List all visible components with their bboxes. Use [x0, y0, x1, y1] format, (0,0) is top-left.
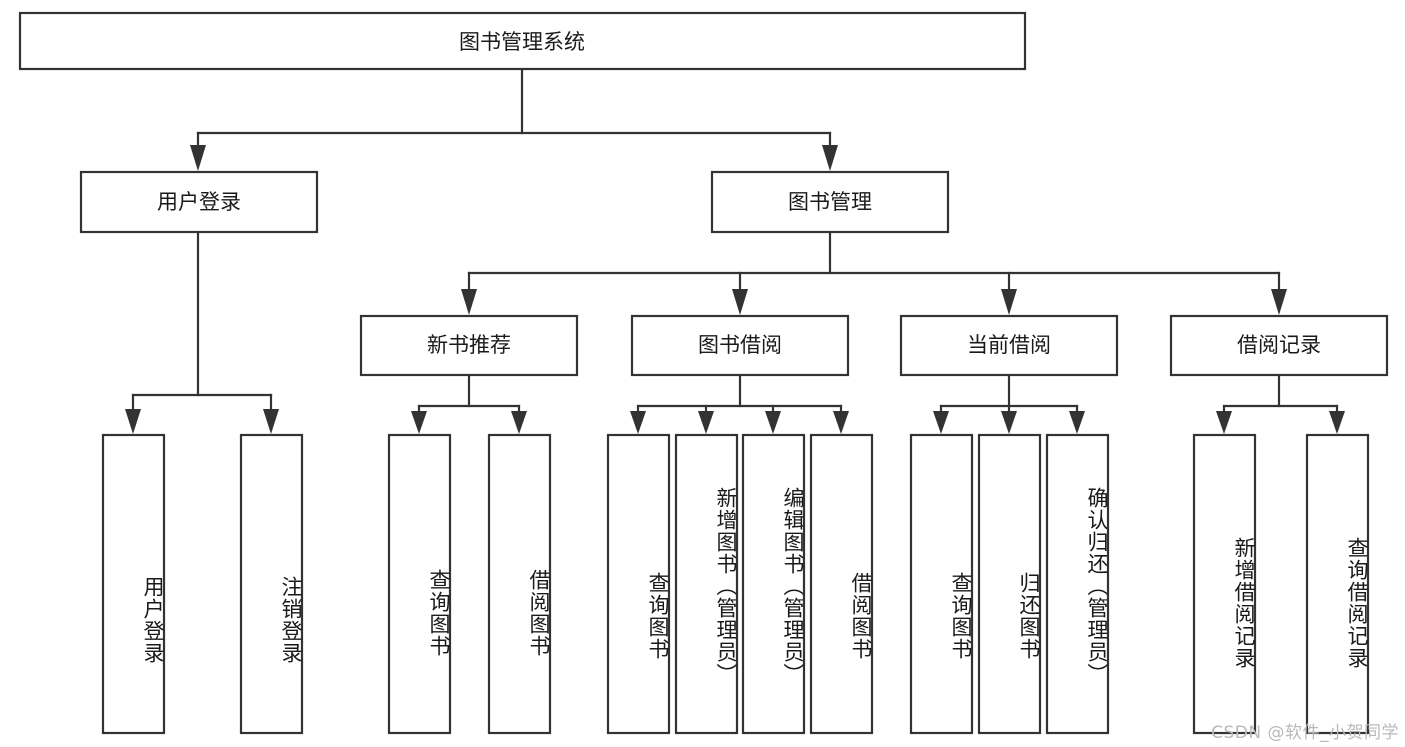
node-root[interactable]: 图书管理系统 [18, 11, 1027, 71]
node-current-borrow[interactable]: 当前借阅 [899, 314, 1119, 377]
leaf-box-query-book-3[interactable] [909, 433, 974, 735]
node-user-login[interactable]: 用户登录 [79, 170, 319, 234]
arrow-head-leaf-user-login [125, 409, 141, 434]
node-book-borrow[interactable]: 图书借阅 [630, 314, 850, 377]
arrow-head-leaf-query-1 [411, 411, 427, 434]
leaf-box-borrow-book-2[interactable] [809, 433, 874, 735]
connectors-new-book-to-leaves [411, 374, 527, 434]
arrow-head-new-book [461, 289, 477, 315]
node-current-borrow-label: 当前借阅 [967, 333, 1051, 357]
arrow-head-leaf-logout [263, 409, 279, 434]
leaf-box-add-book[interactable] [674, 433, 739, 735]
arrow-head-leaf-query-3 [933, 411, 949, 434]
arrow-head-leaf-add-book [698, 411, 714, 434]
node-book-borrow-box[interactable] [630, 314, 850, 377]
node-user-login-box[interactable] [79, 170, 319, 234]
node-root-box[interactable] [18, 11, 1027, 71]
node-current-borrow-box[interactable] [899, 314, 1119, 377]
arrow-head-borrow-record [1271, 289, 1287, 315]
leaf-box-borrow-book-1[interactable] [487, 433, 552, 735]
node-borrow-record-box[interactable] [1169, 314, 1389, 377]
node-new-book-recommend[interactable]: 新书推荐 [359, 314, 579, 377]
leaf-box-edit-book[interactable] [741, 433, 806, 735]
connectors-book-borrow-to-leaves [630, 374, 849, 434]
arrow-head-leaf-borrow-2 [833, 411, 849, 434]
arrow-head-leaf-query-record [1329, 411, 1345, 434]
leaf-box-query-record[interactable] [1305, 433, 1370, 735]
node-user-login-label: 用户登录 [157, 190, 241, 214]
node-new-book-recommend-label: 新书推荐 [427, 333, 511, 357]
leaf-box-confirm-return[interactable] [1045, 433, 1110, 735]
leaf-box-query-book-2[interactable] [606, 433, 671, 735]
connectors-root-to-level2 [190, 67, 838, 171]
arrow-head-leaf-query-2 [630, 411, 646, 434]
leaf-box-logout-login[interactable] [239, 433, 304, 735]
arrow-head-leaf-edit-book [765, 411, 781, 434]
arrow-head-leaf-add-record [1216, 411, 1232, 434]
node-book-manage[interactable]: 图书管理 [710, 170, 950, 234]
arrow-head-user-login [190, 145, 206, 171]
arrow-head-book-borrow [732, 289, 748, 315]
node-book-manage-box[interactable] [710, 170, 950, 234]
csdn-watermark: CSDN @软件_小贺同学 [1211, 723, 1399, 743]
leaf-box-user-login[interactable] [101, 433, 166, 735]
connectors-book-manage-to-level3 [461, 230, 1287, 315]
node-root-label: 图书管理系统 [459, 30, 585, 54]
arrow-head-leaf-borrow-1 [511, 411, 527, 434]
connectors-user-login-to-leaves [125, 230, 279, 434]
leaf-box-return-book[interactable] [977, 433, 1042, 735]
arrow-head-leaf-return-book [1001, 411, 1017, 434]
leaf-box-add-record[interactable] [1192, 433, 1257, 735]
connectors-current-borrow-to-leaves [933, 374, 1085, 434]
arrow-head-leaf-confirm-return [1069, 411, 1085, 434]
connectors-borrow-record-to-leaves [1216, 374, 1345, 434]
node-new-book-recommend-box[interactable] [359, 314, 579, 377]
node-book-manage-label: 图书管理 [788, 190, 872, 214]
arrow-head-book-manage [822, 145, 838, 171]
leaf-box-query-book-1[interactable] [387, 433, 452, 735]
arrow-head-current-borrow [1001, 289, 1017, 315]
node-book-borrow-label: 图书借阅 [698, 333, 782, 357]
node-borrow-record-label: 借阅记录 [1237, 333, 1321, 357]
node-borrow-record[interactable]: 借阅记录 [1169, 314, 1389, 377]
